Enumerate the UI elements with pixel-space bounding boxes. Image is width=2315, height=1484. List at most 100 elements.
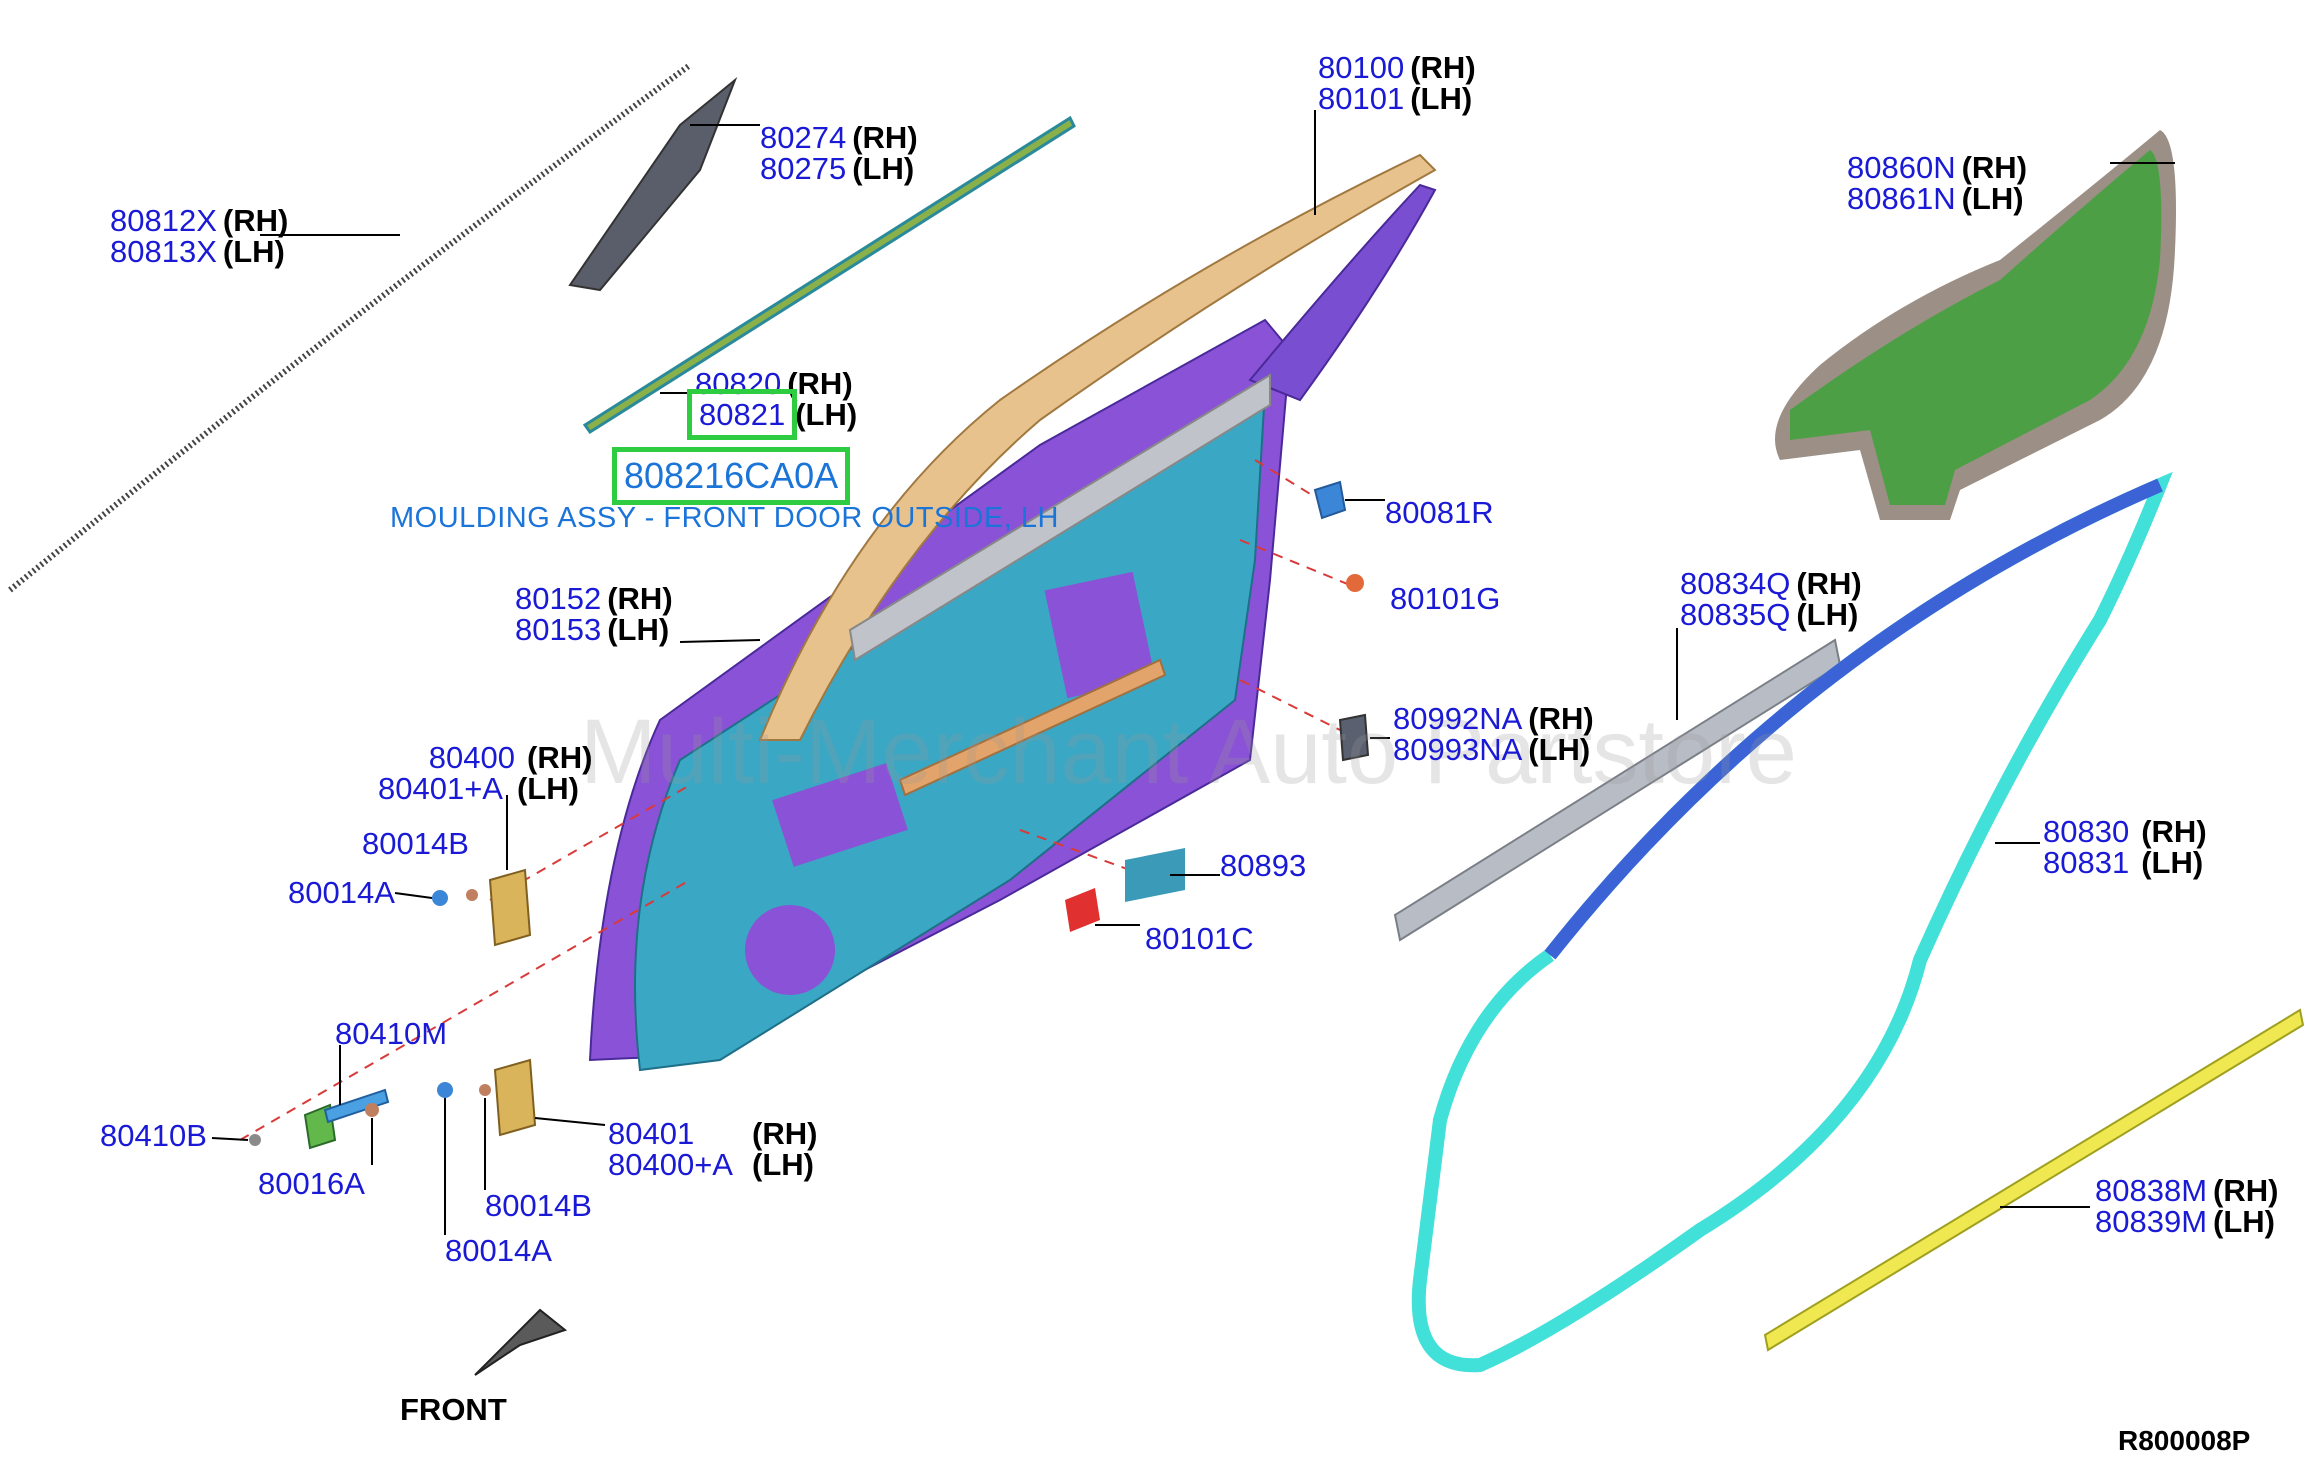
side-lh: (LH) bbox=[852, 151, 915, 186]
door-sash-frame bbox=[1248, 183, 1437, 402]
part-number: 80812X bbox=[110, 203, 217, 238]
side-lh: (LH) bbox=[222, 234, 285, 269]
label-80860n: 80860N(RH) 80861N(LH) bbox=[1847, 152, 2027, 214]
label-80014b-lower: 80014B bbox=[485, 1190, 592, 1221]
service-hole-upper bbox=[1044, 571, 1156, 699]
part-number: 80400+A bbox=[608, 1147, 733, 1182]
beltline-reinforcement bbox=[898, 658, 1167, 797]
part-80820-outside-moulding bbox=[582, 115, 1076, 435]
part-number: 80401+A bbox=[378, 771, 503, 806]
part-number: 80401 bbox=[608, 1116, 695, 1151]
side-rh: (RH) bbox=[607, 581, 673, 616]
part-number: 80101 bbox=[1318, 81, 1405, 116]
service-hole-lower bbox=[772, 763, 908, 867]
side-rh: (RH) bbox=[527, 740, 593, 775]
label-80830: 80830(RH) 80831(LH) bbox=[2043, 816, 2207, 878]
part-80400-upper-hinge bbox=[488, 868, 532, 947]
part-number: 80100 bbox=[1318, 50, 1405, 85]
part-number: 80831 bbox=[2043, 845, 2130, 880]
part-80274-pillar-cover bbox=[568, 76, 738, 292]
part-80812x-roof-moulding bbox=[8, 62, 692, 593]
leader-80410b bbox=[211, 1137, 249, 1141]
part-number: 80016A bbox=[258, 1166, 365, 1201]
part-number: 80835Q bbox=[1680, 597, 1791, 632]
front-direction-label: FRONT bbox=[400, 1392, 507, 1427]
door-inner-panel bbox=[634, 388, 1267, 1072]
side-lh: (LH) bbox=[1528, 732, 1591, 767]
part-80081r-clip bbox=[1313, 480, 1347, 520]
part-80101c-seal-pad bbox=[1065, 888, 1100, 932]
part-number: 80274 bbox=[760, 120, 847, 155]
side-rh: (RH) bbox=[2141, 814, 2207, 849]
part-number: 80993NA bbox=[1393, 732, 1523, 767]
label-80274: 80274(RH) 80275(LH) bbox=[760, 122, 918, 184]
leader-80014a-upper bbox=[394, 892, 433, 899]
glass-run-channel bbox=[848, 373, 1271, 662]
part-80014a-bolt-lower bbox=[437, 1082, 453, 1098]
part-80401-lower-hinge bbox=[493, 1058, 537, 1137]
side-rh: (RH) bbox=[222, 203, 289, 238]
label-80838m: 80838M(RH) 80839M(LH) bbox=[2095, 1175, 2278, 1237]
side-rh: (RH) bbox=[1528, 701, 1594, 736]
side-lh: (LH) bbox=[607, 612, 670, 647]
side-rh: (RH) bbox=[787, 366, 853, 401]
label-80893: 80893 bbox=[1220, 850, 1306, 881]
part-number: 80152 bbox=[515, 581, 602, 616]
side-rh: (RH) bbox=[1796, 566, 1862, 601]
liner-green-film bbox=[1790, 150, 2162, 505]
label-80081r: 80081R bbox=[1385, 497, 1494, 528]
part-number: 80860N bbox=[1847, 150, 1956, 185]
part-number: 80014B bbox=[485, 1188, 592, 1223]
side-rh: (RH) bbox=[1410, 50, 1476, 85]
part-number: 80400 bbox=[428, 740, 515, 775]
part-80992na-switch bbox=[1338, 713, 1370, 762]
part-number: 80153 bbox=[515, 612, 602, 647]
part-number: 80893 bbox=[1220, 848, 1307, 883]
label-80400: 80400 (RH) 80401+A (LH) bbox=[378, 742, 592, 804]
part-number: 80014A bbox=[288, 875, 395, 910]
label-80014b-upper: 80014B bbox=[362, 828, 469, 859]
highlighted-part-number[interactable]: 808216CA0A bbox=[611, 447, 851, 505]
part-number: 80014A bbox=[445, 1233, 552, 1268]
label-80100: 80100(RH) 80101(LH) bbox=[1318, 52, 1476, 114]
part-number: 80820 bbox=[695, 366, 782, 401]
label-80152: 80152(RH) 80153(LH) bbox=[515, 583, 673, 645]
part-80014a-bolt-upper bbox=[432, 890, 448, 906]
part-80410b-bolt bbox=[249, 1134, 261, 1146]
part-number: 80838M bbox=[2095, 1173, 2208, 1208]
leader-80401 bbox=[534, 1117, 606, 1126]
speaker-opening bbox=[745, 905, 835, 995]
part-number: 80101C bbox=[1145, 921, 1254, 956]
part-description: MOULDING ASSY - FRONT DOOR OUTSIDE, LH bbox=[390, 502, 1059, 534]
label-80401: 80401(RH) 80400+A(LH) bbox=[608, 1118, 817, 1180]
label-80410m: 80410M bbox=[335, 1018, 447, 1049]
part-number: 80275 bbox=[760, 151, 847, 186]
side-lh: (LH) bbox=[1961, 181, 2024, 216]
part-number-highlighted[interactable]: 80821 bbox=[686, 389, 798, 440]
part-80893-pad bbox=[1125, 848, 1185, 902]
front-arrow-icon bbox=[474, 1308, 568, 1376]
part-number: 80081R bbox=[1385, 495, 1494, 530]
label-80812x: 80812X(RH) 80813X(LH) bbox=[110, 205, 288, 267]
label-80014a-upper: 80014A bbox=[288, 877, 395, 908]
part-80838m-sill-strip bbox=[1763, 1008, 2305, 1352]
label-80101g: 80101G bbox=[1390, 583, 1500, 614]
side-lh: (LH) bbox=[516, 771, 579, 806]
part-number: 80410M bbox=[335, 1016, 448, 1051]
part-80100-door-sash bbox=[758, 153, 1437, 741]
leader-80152 bbox=[679, 639, 761, 643]
side-rh: (RH) bbox=[752, 1116, 818, 1151]
label-80834q: 80834Q(RH) 80835Q(LH) bbox=[1680, 568, 1862, 630]
side-lh: (LH) bbox=[2141, 845, 2204, 880]
label-80410b: 80410B bbox=[100, 1120, 207, 1151]
part-80101g-grommet bbox=[1346, 574, 1364, 592]
diagram-reference-code: R800008P bbox=[2118, 1425, 2251, 1456]
label-80014a-lower: 80014A bbox=[445, 1235, 552, 1266]
part-80014b-nut-lower bbox=[479, 1084, 491, 1096]
label-80820: 80820(RH) 80821(LH) bbox=[686, 366, 857, 440]
part-number: 80813X bbox=[110, 234, 217, 269]
part-number: 80410B bbox=[100, 1118, 207, 1153]
side-rh: (RH) bbox=[852, 120, 918, 155]
part-80834q-glass-run bbox=[1393, 638, 1842, 942]
